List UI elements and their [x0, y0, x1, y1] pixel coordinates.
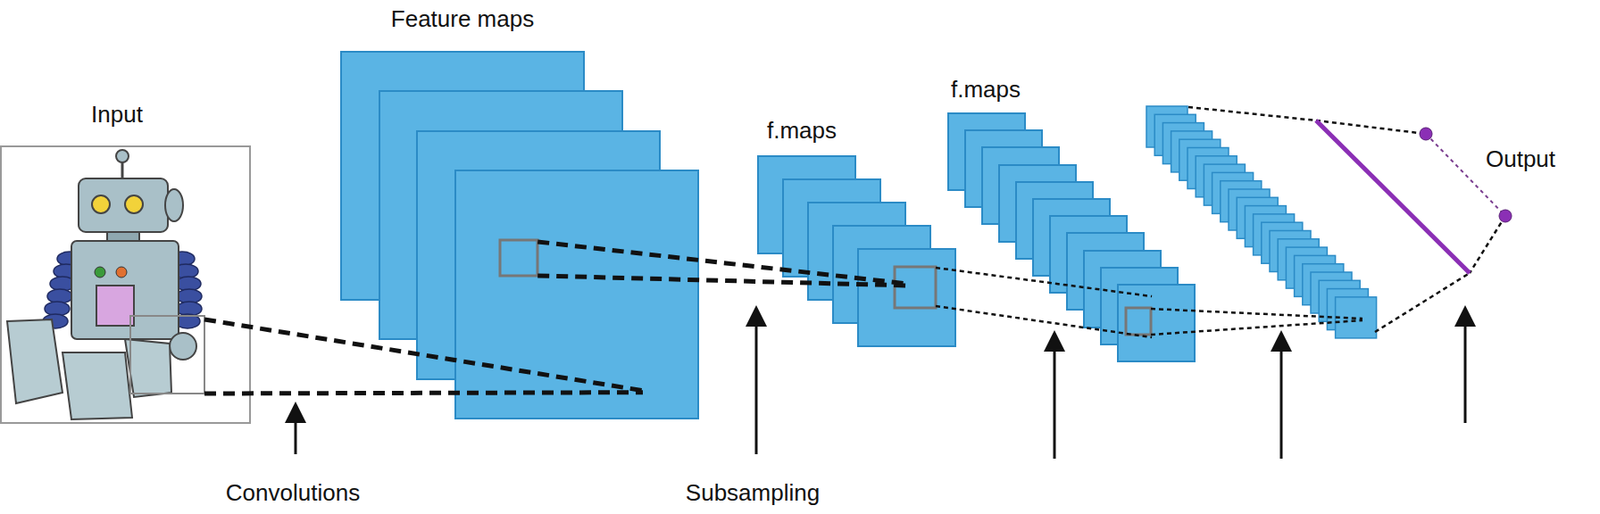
feature-map	[1116, 283, 1196, 363]
layer-heading: Feature maps	[391, 5, 534, 33]
output-neuron	[1419, 127, 1433, 141]
input-image: Input	[0, 145, 251, 425]
feature-map-stack: f.maps	[757, 155, 957, 348]
layer-heading: f.maps	[766, 116, 837, 144]
annotation-label: Subsampling	[685, 479, 820, 507]
feature-vector-stack	[1146, 106, 1377, 339]
pointer-arrows	[295, 316, 1466, 459]
projection-connector	[935, 267, 1152, 338]
feature-map	[857, 248, 957, 348]
receptive-field	[130, 316, 205, 394]
feature-map-stack: Feature maps	[340, 50, 700, 420]
receptive-field	[1125, 308, 1151, 335]
layer-heading: Input	[91, 100, 143, 128]
receptive-field	[500, 240, 538, 276]
projection-lines	[1150, 107, 1506, 335]
output-neuron	[1499, 209, 1512, 223]
layer-heading: f.maps	[950, 75, 1021, 103]
projection-connector	[204, 319, 643, 394]
projection-connector	[537, 241, 909, 286]
annotation-label: Output	[1485, 145, 1556, 173]
annotation-label: Convolutions	[225, 479, 360, 507]
fully-connected-layer	[1316, 120, 1470, 274]
